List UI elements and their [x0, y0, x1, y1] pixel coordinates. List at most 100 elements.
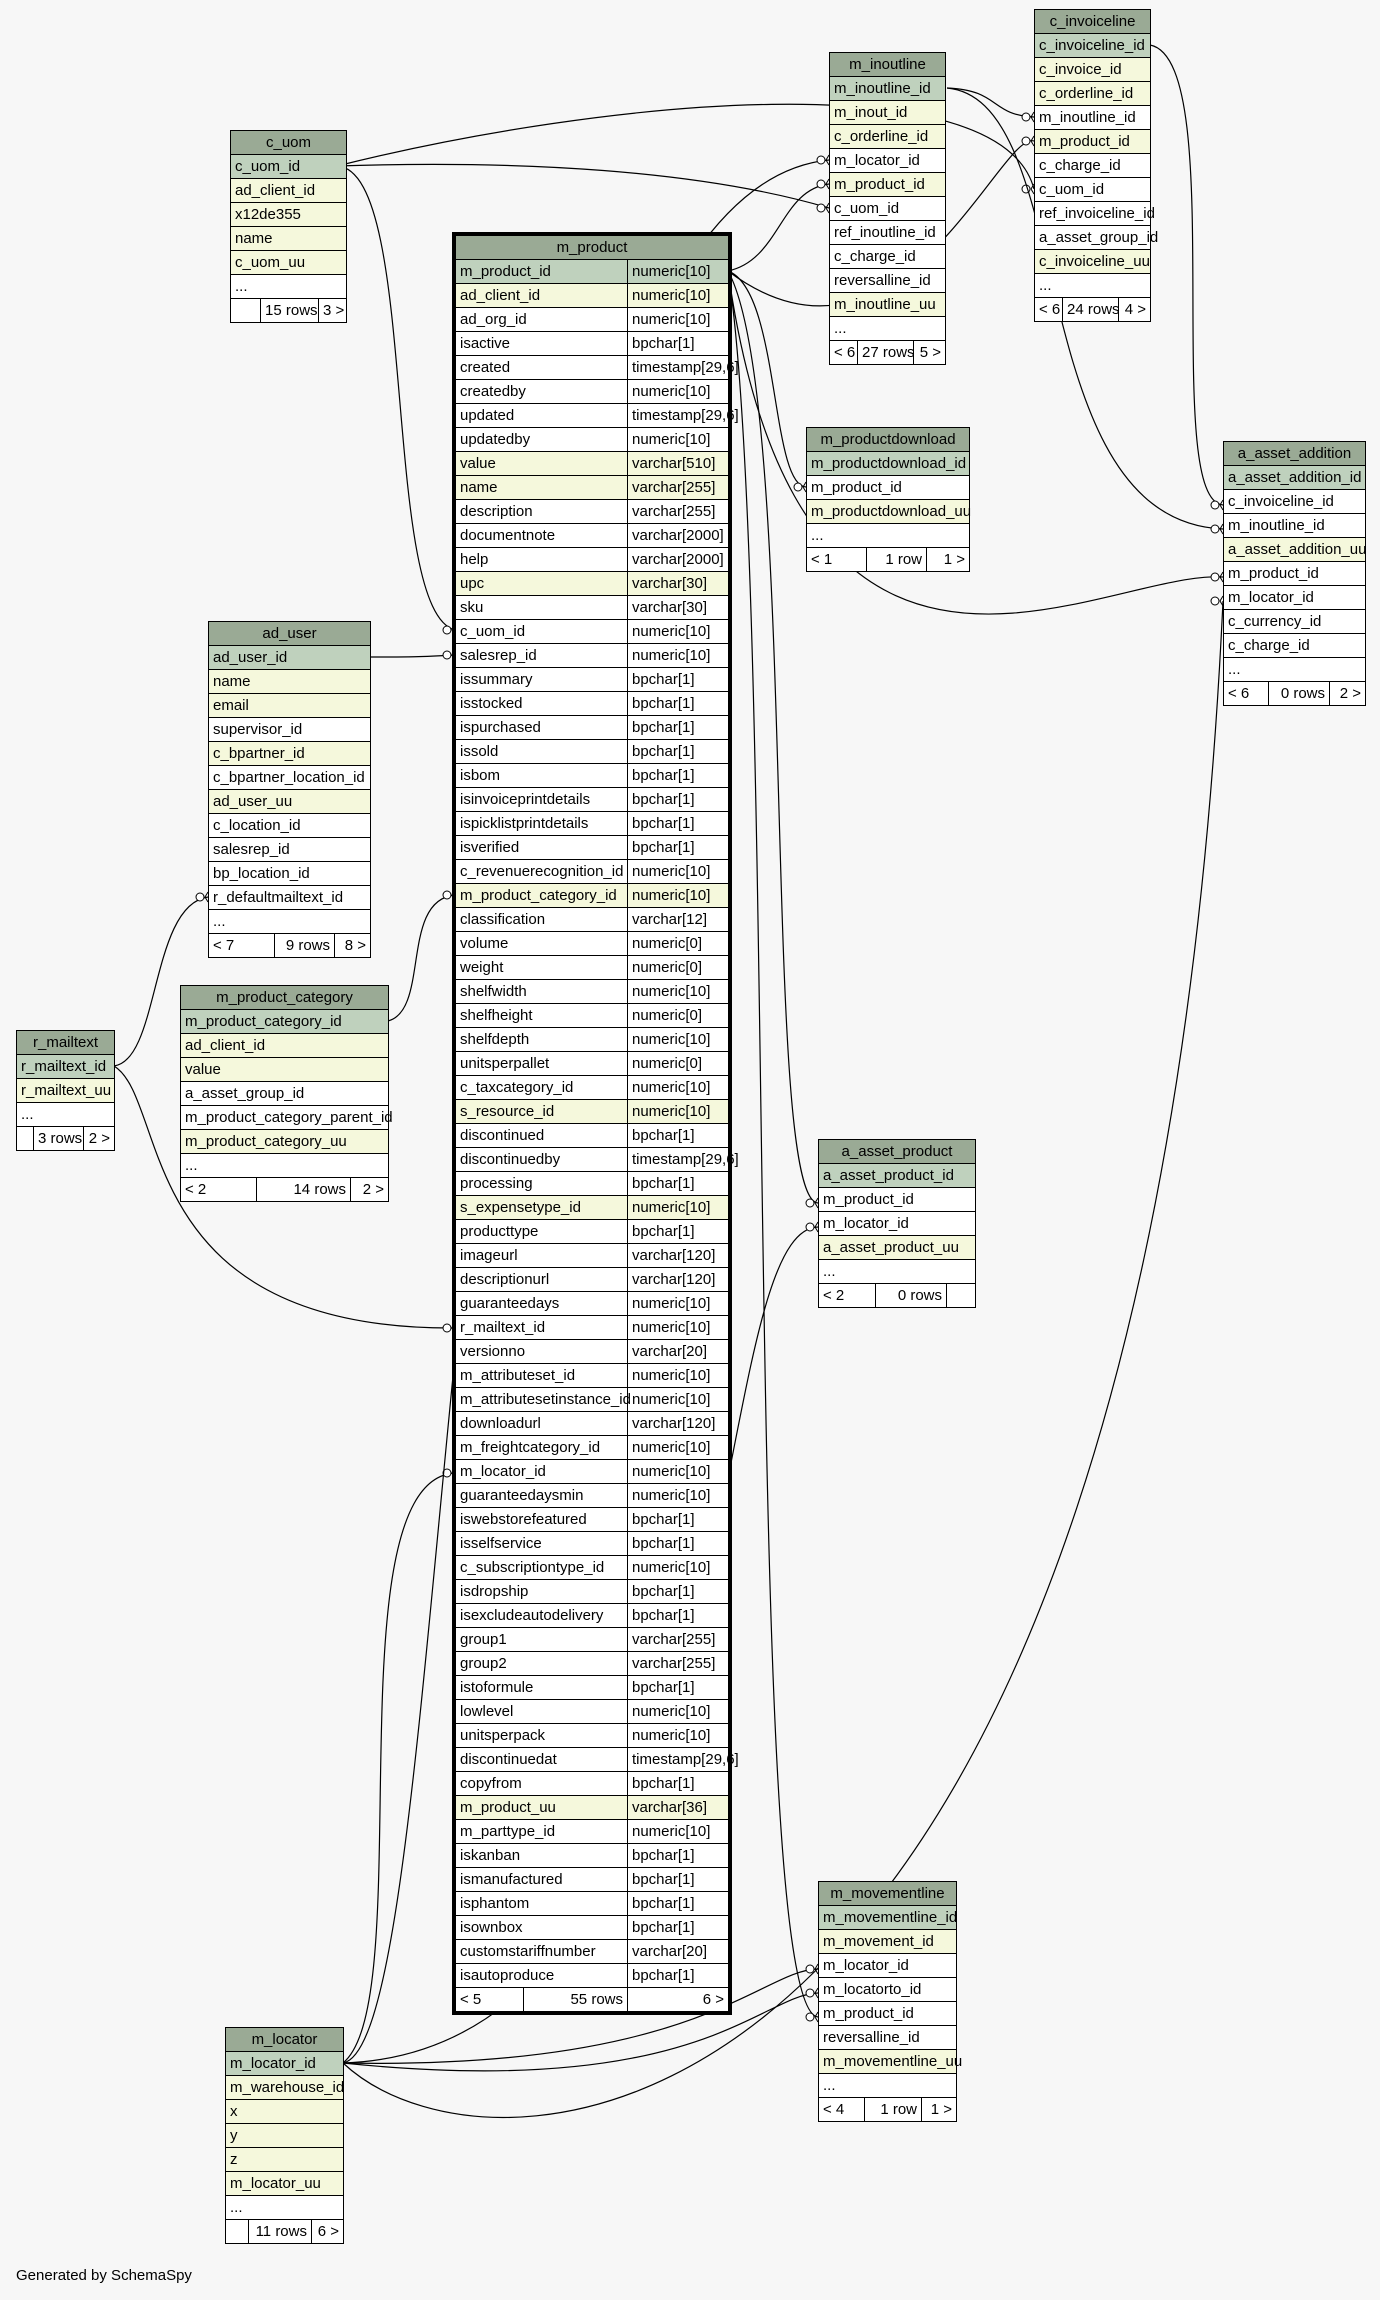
children-link[interactable]: 6 >: [627, 1987, 729, 2012]
children-link[interactable]: 3 >: [317, 298, 348, 323]
children-link[interactable]: 2 >: [82, 1126, 116, 1151]
parents-link[interactable]: < 2: [180, 1177, 257, 1202]
table-row[interactable]: c_uom_id: [1033, 177, 1152, 202]
children-link[interactable]: 4 >: [1117, 297, 1152, 322]
table-row[interactable]: m_locator_id: [1223, 585, 1366, 610]
table-row[interactable]: m_product_category_uu: [179, 1129, 390, 1154]
table-row[interactable]: reversalline_id: [817, 2025, 958, 2050]
table-row[interactable]: c_invoice_id: [1033, 57, 1152, 82]
table-row[interactable]: ad_client_id: [229, 178, 348, 203]
table-row[interactable]: c_currency_id: [1223, 609, 1366, 634]
table-row[interactable]: ...: [225, 2195, 344, 2220]
parents-link[interactable]: < 5: [455, 1987, 524, 2012]
table-row[interactable]: m_inoutline_id: [1223, 513, 1366, 538]
table-name[interactable]: a_asset_addition: [1223, 441, 1366, 466]
table-name[interactable]: m_product: [455, 235, 729, 260]
table-row[interactable]: a_asset_product_id: [817, 1163, 977, 1188]
table-name[interactable]: a_asset_product: [817, 1139, 977, 1164]
table-row[interactable]: ...: [1033, 273, 1152, 298]
table-row[interactable]: m_movement_id: [817, 1929, 958, 1954]
table-row[interactable]: c_bpartner_id: [207, 741, 372, 766]
table-row[interactable]: m_inout_id: [828, 100, 947, 125]
table-row[interactable]: ref_invoiceline_id: [1033, 201, 1155, 226]
table-row[interactable]: m_locator_id: [225, 2051, 344, 2076]
table-row[interactable]: m_product_id: [828, 172, 947, 197]
parents-link[interactable]: < 6: [1034, 297, 1063, 322]
table-row[interactable]: ...: [817, 2073, 958, 2098]
table-row[interactable]: m_inoutline_uu: [828, 292, 947, 317]
table-row[interactable]: y: [225, 2123, 344, 2148]
table-row[interactable]: m_product_id: [817, 1187, 977, 1212]
table-row[interactable]: m_productdownload_id: [806, 451, 970, 476]
table-row[interactable]: c_uom_uu: [229, 250, 348, 275]
children-link[interactable]: 6 >: [311, 2219, 344, 2244]
table-row[interactable]: z: [225, 2147, 344, 2172]
table-row[interactable]: r_mailtext_id: [15, 1054, 116, 1079]
table-row[interactable]: bp_location_id: [207, 861, 372, 886]
parents-link[interactable]: < 6: [829, 340, 858, 365]
table-name[interactable]: ad_user: [207, 621, 372, 646]
table-row[interactable]: m_locator_id: [817, 1953, 958, 1978]
table-row[interactable]: c_invoiceline_id: [1033, 33, 1152, 58]
children-link[interactable]: 1 >: [926, 547, 970, 572]
table-row[interactable]: m_movementline_id: [817, 1905, 957, 1930]
parents-link[interactable]: < 7: [208, 933, 275, 958]
children-link[interactable]: 1 >: [920, 2097, 958, 2122]
table-row[interactable]: c_uom_id: [828, 196, 947, 221]
children-link[interactable]: [945, 1283, 977, 1308]
table-row[interactable]: name: [207, 669, 372, 694]
table-row[interactable]: m_product_category_id: [179, 1009, 390, 1034]
table-name[interactable]: r_mailtext: [15, 1030, 116, 1055]
table-row[interactable]: email: [207, 693, 372, 718]
table-row[interactable]: m_product_id: [817, 2001, 958, 2026]
table-row[interactable]: name: [229, 226, 348, 251]
parents-link[interactable]: [225, 2219, 249, 2244]
table-name[interactable]: m_inoutline: [828, 52, 947, 77]
parents-link[interactable]: [230, 298, 261, 323]
table-row[interactable]: c_orderline_id: [828, 124, 947, 149]
table-row[interactable]: c_invoiceline_id: [1223, 489, 1366, 514]
table-row[interactable]: c_location_id: [207, 813, 372, 838]
